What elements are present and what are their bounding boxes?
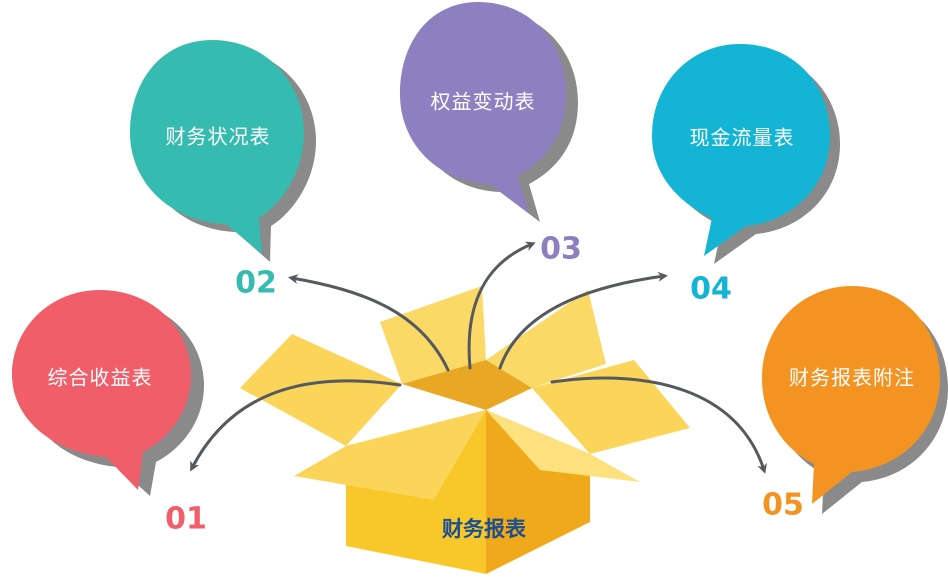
bubble-01-body xyxy=(12,290,191,490)
number-05: 05 xyxy=(762,487,804,523)
bubble-01 xyxy=(12,290,204,496)
bubble-03 xyxy=(400,2,578,222)
box xyxy=(240,286,690,574)
arrow-to-01 xyxy=(190,379,402,472)
bubble-02-label: 财务状况表 xyxy=(165,124,271,149)
box-flap-right xyxy=(532,360,690,454)
bubble-03-body xyxy=(400,2,566,214)
number-02: 02 xyxy=(235,265,277,301)
box-label: 财务报表 xyxy=(442,517,526,541)
bubble-02 xyxy=(130,40,316,262)
bubble-05 xyxy=(762,286,948,514)
box-flap-left xyxy=(240,334,402,446)
number-03: 03 xyxy=(540,231,582,267)
box-front-flap-right xyxy=(486,410,640,482)
arrow-to-02 xyxy=(288,274,450,372)
bubble-04 xyxy=(652,44,840,264)
arrows xyxy=(190,241,767,474)
arrow-to-03 xyxy=(467,241,536,370)
bubble-04-body xyxy=(652,44,830,256)
bubble-05-body xyxy=(762,286,940,504)
bubble-02-body xyxy=(130,40,304,254)
arrow-to-05 xyxy=(550,376,767,474)
bubble-05-label: 财务报表附注 xyxy=(789,365,915,390)
bubble-03-label: 权益变动表 xyxy=(430,89,536,114)
box-flap-back-right xyxy=(486,290,606,388)
box-inside xyxy=(402,360,532,410)
box-flap-back-left xyxy=(380,286,486,384)
number-04: 04 xyxy=(690,271,732,307)
box-front-flap-left xyxy=(294,410,486,500)
bubble-04-label: 现金流量表 xyxy=(689,125,795,150)
bubble-01-label: 综合收益表 xyxy=(47,365,153,390)
arrow-to-04 xyxy=(498,271,668,370)
number-01: 01 xyxy=(165,501,207,537)
